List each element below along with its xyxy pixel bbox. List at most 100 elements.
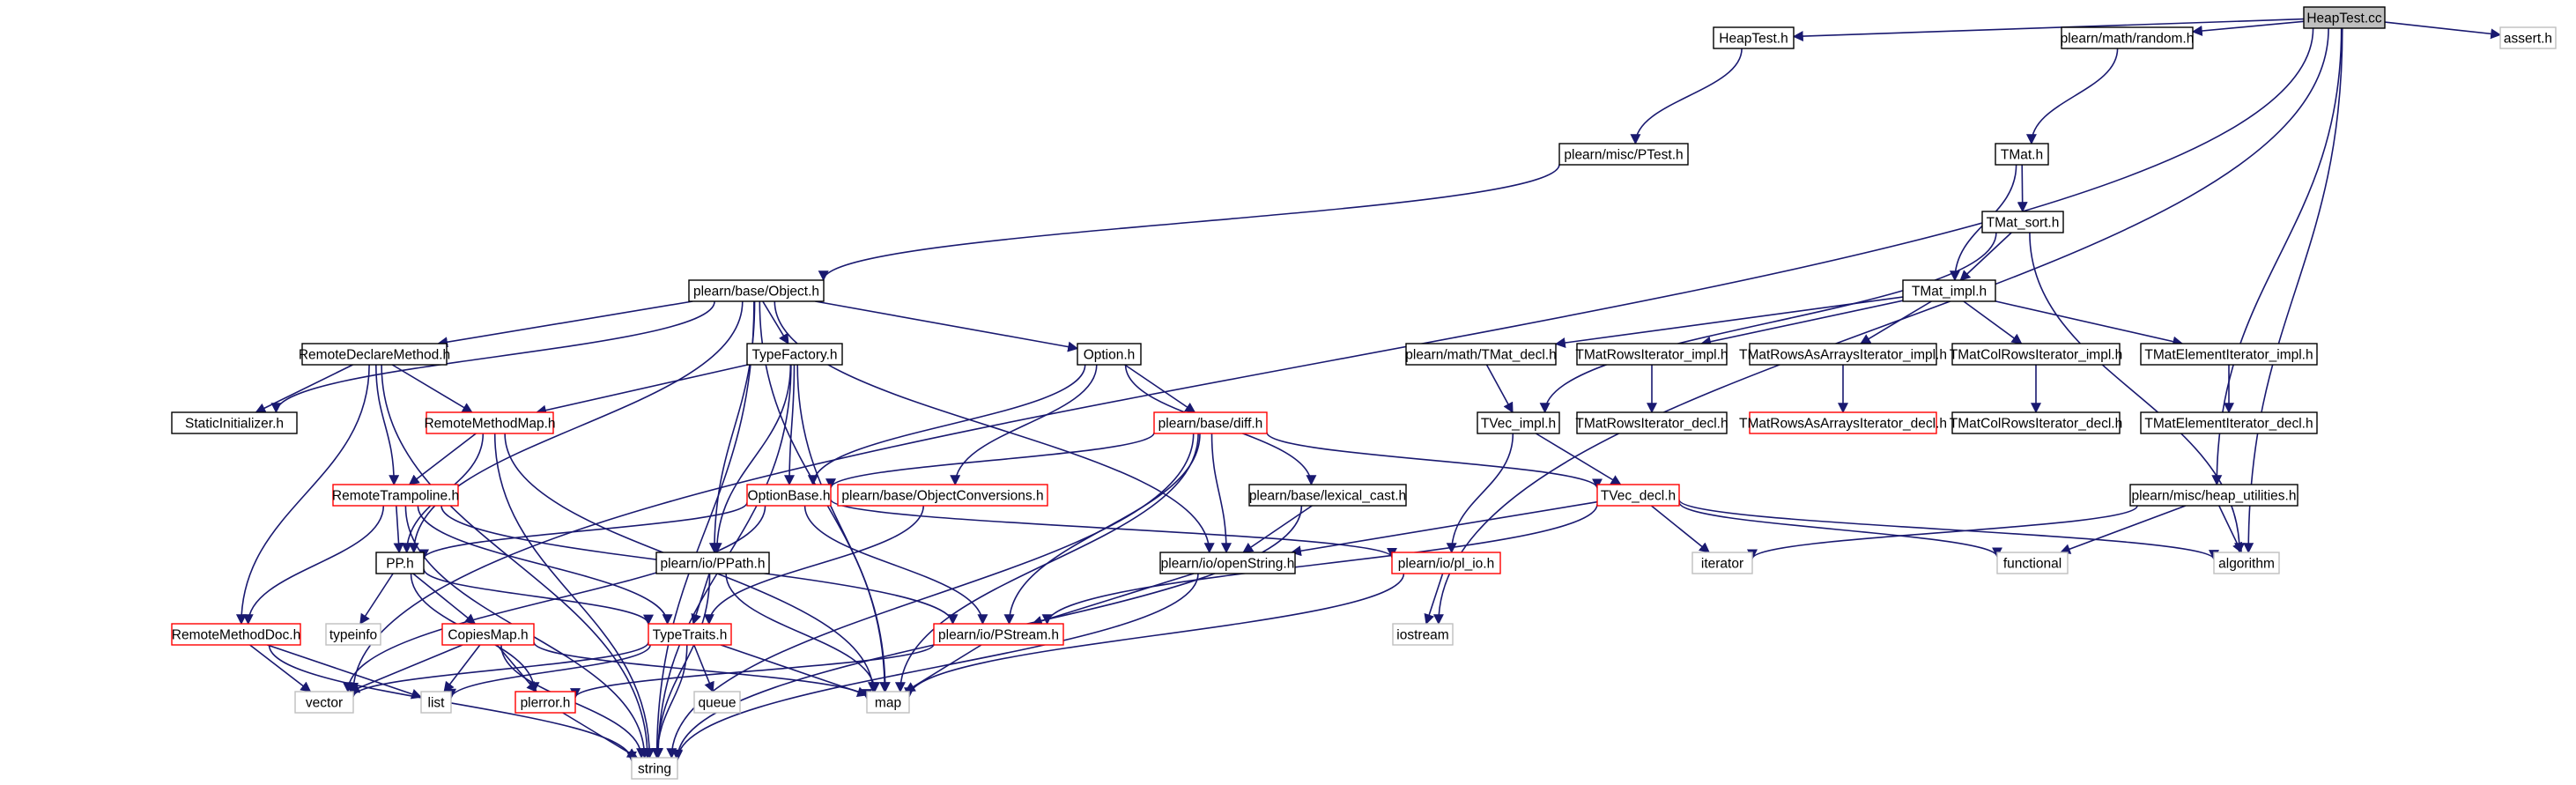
edge-typefactory-h-to-optionbase-h xyxy=(784,364,796,486)
node-plerror-h[interactable]: plerror.h xyxy=(514,691,576,714)
node-label: vector xyxy=(306,696,343,711)
edge-heaptest-cc-to-random-h xyxy=(2191,20,2305,36)
node-label: plearn/io/openString.h xyxy=(1161,557,1295,572)
edge-tvec-decl-h-to-iterator xyxy=(1650,505,1711,553)
node-pp-h[interactable]: PP.h xyxy=(375,552,425,574)
node-tmatrowsiterator-impl-h[interactable]: TMatRowsIterator_impl.h xyxy=(1575,343,1728,366)
node-option-h[interactable]: Option.h xyxy=(1077,343,1142,366)
node-tmat-sort-h[interactable]: TMat_sort.h xyxy=(1981,211,2064,233)
edge-heap-utilities-h-to-iterator xyxy=(1747,505,2138,560)
node-label: TypeFactory.h xyxy=(751,348,837,363)
node-object-h[interactable]: plearn/base/Object.h xyxy=(688,279,825,302)
node-tmat-h[interactable]: TMat.h xyxy=(1995,143,2049,166)
node-box xyxy=(1153,411,1268,434)
node-objectconversions-h[interactable]: plearn/base/ObjectConversions.h xyxy=(837,484,1048,507)
node-tmatrowsasarraysiterator-impl-h[interactable]: TMatRowsAsArraysIterator_impl.h xyxy=(1739,343,1947,366)
edge-object-h-to-staticinitializer-h xyxy=(270,300,715,414)
node-label: plearn/base/Object.h xyxy=(693,285,819,300)
edge-option-h-to-objectconversions-h xyxy=(950,364,1098,486)
node-tmatcolrowsiterator-impl-h[interactable]: TMatColRowsIterator_impl.h xyxy=(1950,343,2122,366)
edge-pstream-h-to-plerror-h xyxy=(570,643,935,700)
edge-optionbase-h-to-pstream-h xyxy=(803,505,988,626)
node-staticinitializer-h[interactable]: StaticInitializer.h xyxy=(171,411,298,434)
edge-pl-io-h-to-map xyxy=(904,573,1405,699)
edge-diff-h-to-string xyxy=(666,433,1195,759)
node-tvec-impl-h[interactable]: TVec_impl.h xyxy=(1477,411,1560,434)
node-box xyxy=(1902,279,1996,302)
node-tmat-impl-h[interactable]: TMat_impl.h xyxy=(1902,279,1996,302)
node-typetraits-h[interactable]: TypeTraits.h xyxy=(648,623,732,646)
node-heap-utilities-h[interactable]: plearn/misc/heap_utilities.h xyxy=(2129,484,2298,507)
edge-diff-h-to-map xyxy=(894,433,1199,693)
node-box xyxy=(441,623,535,646)
node-pl-io-h[interactable]: plearn/io/pl_io.h xyxy=(1391,552,1501,574)
edge-heaptest-cc-to-algorithm xyxy=(2243,27,2343,554)
node-remotedeclaremethod-h[interactable]: RemoteDeclareMethod.h xyxy=(299,343,450,366)
node-label: plearn/math/random.h xyxy=(2061,32,2195,47)
node-optionbase-h[interactable]: OptionBase.h xyxy=(746,484,832,507)
node-tmatelementiterator-impl-h[interactable]: TMatElementIterator_impl.h xyxy=(2140,343,2318,366)
node-openstring-h[interactable]: plearn/io/openString.h xyxy=(1159,552,1296,574)
node-box xyxy=(420,691,452,714)
node-tmat-decl-h[interactable]: plearn/math/TMat_decl.h xyxy=(1405,343,1557,366)
node-random-h[interactable]: plearn/math/random.h xyxy=(2061,26,2195,49)
node-label: PP.h xyxy=(386,557,414,572)
node-lexical-cast-h[interactable]: plearn/base/lexical_cast.h xyxy=(1248,484,1407,507)
node-label: RemoteMethodDoc.h xyxy=(172,628,300,643)
node-ppath-h[interactable]: plearn/io/PPath.h xyxy=(655,552,770,574)
node-label: plearn/io/PPath.h xyxy=(661,557,766,572)
node-tmatcolrowsiterator-decl-h[interactable]: TMatColRowsIterator_decl.h xyxy=(1950,411,2122,434)
node-label: HeapTest.h xyxy=(1719,32,1788,47)
node-box xyxy=(2140,343,2318,366)
node-box xyxy=(1951,343,2121,366)
edge-ppath-h-to-string xyxy=(652,573,711,759)
edge-typefactory-h-to-remotemethodmap-h xyxy=(536,364,748,416)
edge-optionbase-h-to-pl-io-h xyxy=(830,499,1397,559)
edge-openstring-h-to-pstream-h xyxy=(1031,573,1195,626)
edge-typetraits-h-to-map xyxy=(720,644,869,697)
node-typefactory-h[interactable]: TypeFactory.h xyxy=(746,343,843,366)
edge-diff-h-to-optionbase-h xyxy=(825,432,1155,490)
edge-heaptest-cc-to-assert-h xyxy=(2384,21,2502,40)
node-heaptest-cc[interactable]: HeapTest.cc xyxy=(2303,6,2386,29)
node-box xyxy=(375,552,425,574)
node-tmatrowsiterator-decl-h[interactable]: TMatRowsIterator_decl.h xyxy=(1575,411,1728,434)
node-label: queue xyxy=(698,696,736,711)
node-label: iostream xyxy=(1396,628,1448,643)
node-tmatelementiterator-decl-h[interactable]: TMatElementIterator_decl.h xyxy=(2140,411,2318,434)
node-label: TMatRowsAsArraysIterator_decl.h xyxy=(1739,417,1947,432)
node-label: plerror.h xyxy=(521,696,571,711)
node-list: list xyxy=(420,691,452,714)
node-label: TypeTraits.h xyxy=(653,628,728,643)
node-box xyxy=(1951,411,2121,434)
edge-tmat-sort-h-to-tvec-impl-h xyxy=(1539,232,1997,414)
node-vector: vector xyxy=(294,691,354,714)
edge-pstream-h-to-map xyxy=(904,644,982,692)
edge-option-h-to-optionbase-h xyxy=(807,364,1086,486)
node-box xyxy=(1558,143,1689,166)
node-tmatrowsasarraysiterator-decl-h[interactable]: TMatRowsAsArraysIterator_decl.h xyxy=(1739,411,1947,434)
edge-tvec-decl-h-to-openstring-h xyxy=(1290,500,1598,557)
node-remotemethodmap-h[interactable]: RemoteMethodMap.h xyxy=(424,411,556,434)
edge-object-h-to-typefactory-h xyxy=(762,300,789,345)
node-remotemethoddoc-h[interactable]: RemoteMethodDoc.h xyxy=(171,623,301,646)
edge-copiesmap-h-to-map xyxy=(533,641,872,700)
node-box xyxy=(746,484,832,507)
edge-objectconversions-h-to-typetraits-h xyxy=(703,505,924,626)
node-heaptest-h[interactable]: HeapTest.h xyxy=(1713,26,1795,49)
node-tvec-decl-h[interactable]: TVec_decl.h xyxy=(1596,484,1680,507)
node-diff-h[interactable]: plearn/base/diff.h xyxy=(1153,411,1268,434)
edge-object-h-to-openstring-h xyxy=(774,300,1215,554)
edge-object-h-to-string xyxy=(651,300,755,759)
node-pstream-h[interactable]: plearn/io/PStream.h xyxy=(933,623,1064,646)
node-ptest-h[interactable]: plearn/misc/PTest.h xyxy=(1558,143,1689,166)
node-assert-h: assert.h xyxy=(2499,26,2557,49)
node-queue: queue xyxy=(693,691,741,714)
node-label: Option.h xyxy=(1084,348,1136,363)
node-remotetrampoline-h[interactable]: RemoteTrampoline.h xyxy=(332,484,459,507)
node-map: map xyxy=(866,691,910,714)
node-box xyxy=(294,691,354,714)
node-label: RemoteMethodMap.h xyxy=(424,417,555,432)
node-copiesmap-h[interactable]: CopiesMap.h xyxy=(441,623,535,646)
